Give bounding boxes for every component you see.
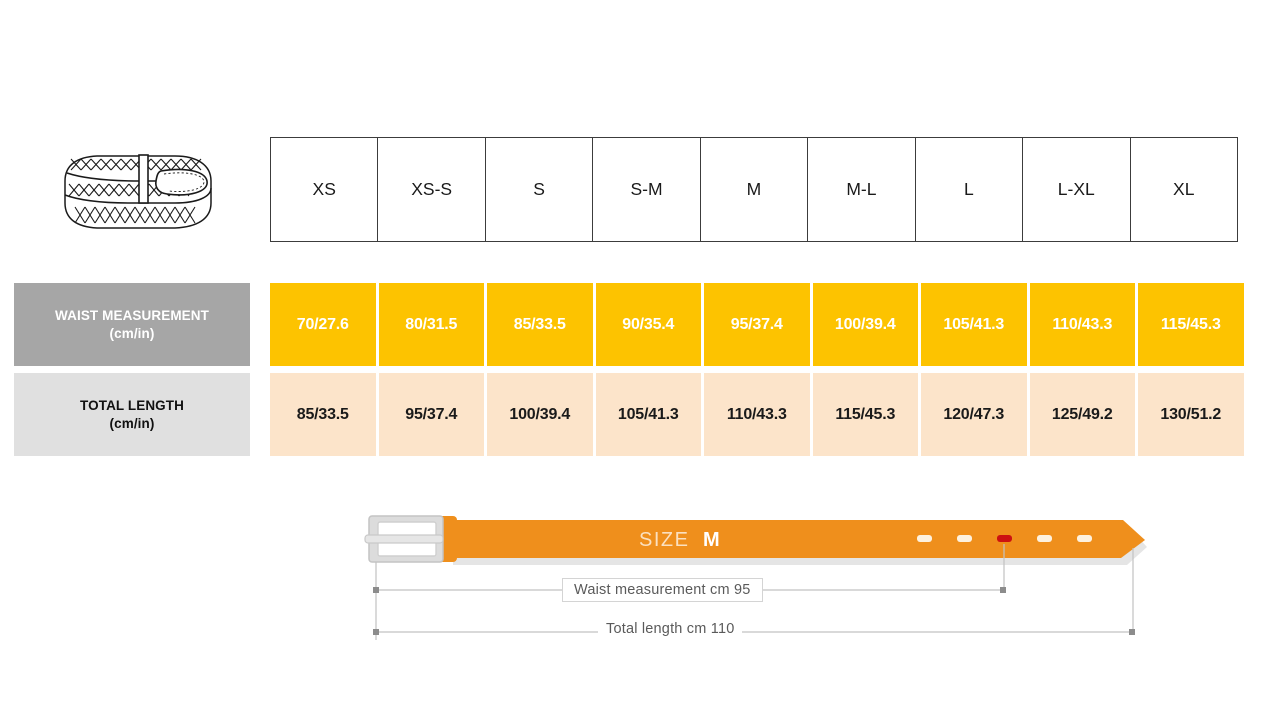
belt-hole-4 (1037, 535, 1052, 542)
waist-cell-xs-s: 80/31.5 (378, 283, 484, 366)
size-header-table: XS XS-S S S-M M M-L L L-XL XL (269, 137, 1238, 242)
waist-label-title: WAIST MEASUREMENT (55, 307, 209, 323)
waist-cell-xl: 115/45.3 (1138, 283, 1244, 366)
belt-hole-5 (1077, 535, 1092, 542)
size-value-label: M (703, 529, 720, 551)
belt-illustration: SIZE M (364, 515, 1147, 640)
waist-measurement-label: WAIST MEASUREMENT (cm/in) (14, 283, 250, 366)
length-cell-xl: 130/51.2 (1138, 373, 1244, 456)
waist-cell-xs: 70/27.6 (270, 283, 376, 366)
belt-hole-1 (917, 535, 932, 542)
braided-belt-icon (64, 154, 212, 229)
waist-dimension-label: Waist measurement cm 95 (562, 578, 763, 602)
length-cell-xs: 85/33.5 (270, 373, 376, 456)
buckle-prong-bar (364, 534, 444, 544)
length-label-unit: (cm/in) (109, 415, 155, 431)
waist-dimension-arrow-left (373, 587, 379, 593)
length-cell-l-xl: 125/49.2 (1029, 373, 1135, 456)
waist-cell-l: 105/41.3 (921, 283, 1027, 366)
belt-strap (451, 520, 1145, 558)
length-cell-m-l: 115/45.3 (812, 373, 918, 456)
waist-value-cells: 70/27.6 80/31.5 85/33.5 90/35.4 95/37.4 … (270, 283, 1244, 366)
size-header-cell-xs: XS (269, 137, 379, 242)
length-label-title: TOTAL LENGTH (80, 397, 184, 413)
size-header-cell-m: M (699, 137, 809, 242)
belt-diagram: SIZE M (355, 500, 1155, 660)
length-dimension-arrow-right (1129, 629, 1135, 635)
length-dimension-arrow-left (373, 629, 379, 635)
waist-label-unit: (cm/in) (109, 325, 155, 341)
size-header-cell-l: L (914, 137, 1024, 242)
length-cell-l: 120/47.3 (921, 373, 1027, 456)
waist-cell-l-xl: 110/43.3 (1029, 283, 1135, 366)
total-length-label: TOTAL LENGTH (cm/in) (14, 373, 250, 456)
length-value-cells: 85/33.5 95/37.4 100/39.4 105/41.3 110/43… (270, 373, 1244, 456)
total-length-row: TOTAL LENGTH (cm/in) 85/33.5 95/37.4 100… (14, 373, 1244, 456)
waist-measurement-row: WAIST MEASUREMENT (cm/in) 70/27.6 80/31.… (14, 283, 1244, 366)
product-icon (55, 143, 220, 238)
size-header-cell-s-m: S-M (592, 137, 701, 242)
waist-cell-s: 85/33.5 (487, 283, 593, 366)
length-cell-m: 110/43.3 (704, 373, 810, 456)
waist-cell-m: 95/37.4 (704, 283, 810, 366)
size-header-cell-xl: XL (1129, 137, 1238, 242)
waist-dimension-arrow-right (1000, 587, 1006, 593)
waist-cell-m-l: 100/39.4 (812, 283, 918, 366)
size-word-label: SIZE (639, 529, 689, 551)
length-cell-s: 100/39.4 (487, 373, 593, 456)
waist-cell-s-m: 90/35.4 (595, 283, 701, 366)
size-header-cell-l-xl: L-XL (1022, 137, 1131, 242)
belt-hole-2 (957, 535, 972, 542)
size-header-cell-m-l: M-L (807, 137, 916, 242)
length-cell-xs-s: 95/37.4 (378, 373, 484, 456)
size-header-row: XS XS-S S S-M M M-L L L-XL XL (269, 137, 1238, 242)
belt-hole-3-active (997, 535, 1012, 542)
size-header-cell-xs-s: XS-S (377, 137, 486, 242)
length-dimension-label: Total length cm 110 (598, 619, 743, 639)
length-cell-s-m: 105/41.3 (595, 373, 701, 456)
size-header-cell-s: S (484, 137, 594, 242)
